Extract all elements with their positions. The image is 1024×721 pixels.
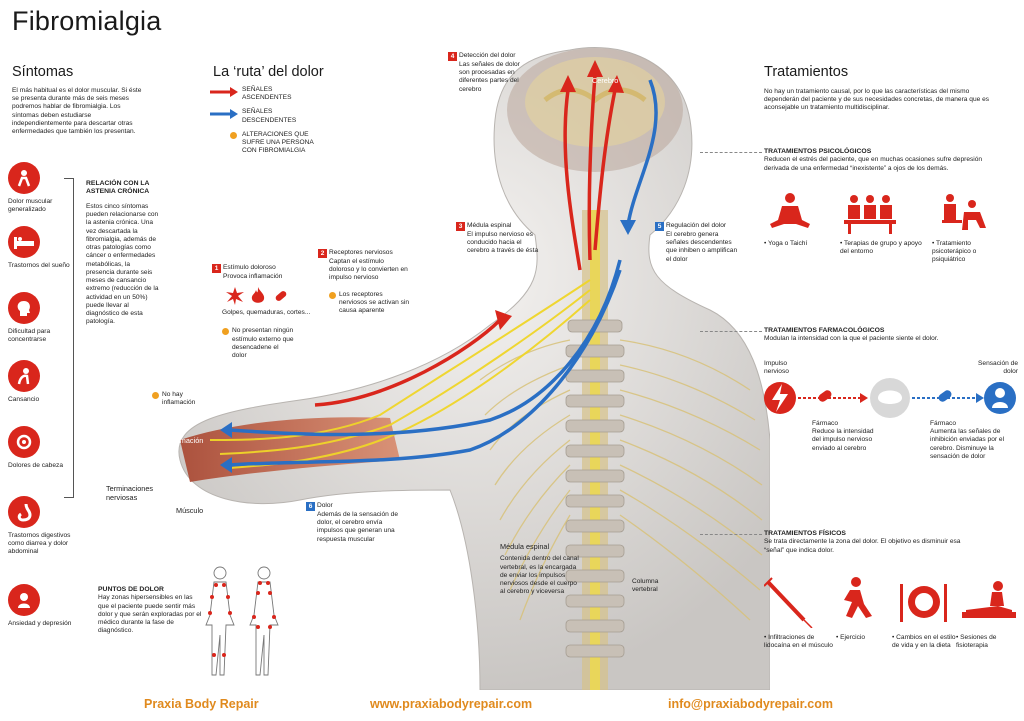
symptom-label: Cansancio <box>8 396 40 403</box>
pain-points-figures <box>205 566 279 676</box>
footer-email-link[interactable]: info@praxiabodyrepair.com <box>668 697 834 711</box>
footer-brand: Praxia Body Repair <box>144 697 259 711</box>
pill-icon <box>818 390 832 402</box>
symptom-label: Dolor muscular generalizado <box>8 198 53 214</box>
fisico-item: • Sesiones de fisioterapia <box>956 634 997 650</box>
leader-line <box>700 331 762 332</box>
footer-website-link[interactable]: www.praxiabodyrepair.com <box>370 697 533 711</box>
astenia-bracket <box>64 178 74 498</box>
fisico-section: TRATAMIENTOS FÍSICOS Se trata directamen… <box>764 530 961 554</box>
burn-icon <box>251 287 265 303</box>
leader-line <box>700 152 762 153</box>
muscle-pain-icon <box>8 162 40 194</box>
yoga-icon <box>770 193 810 228</box>
fisico-item: • Cambios en el estilo de vida y en la d… <box>892 634 956 650</box>
group-therapy-icon <box>844 195 896 234</box>
pill-icon <box>938 390 952 402</box>
orange-dot-icon <box>230 131 237 139</box>
symptom-item: Trastornos digestivos como diarrea y dol… <box>8 496 78 584</box>
psico-item: • Terapias de grupo y apoyo del entorno <box>840 240 922 256</box>
syringe-icon <box>764 577 813 628</box>
psico-labels: • Yoga o Taichí • Terapias de grupo y ap… <box>764 240 1004 265</box>
symptom-label: Dolores de cabeza <box>8 462 63 469</box>
fisico-item: • Ejercicio <box>836 634 866 641</box>
blow-icon <box>226 287 244 306</box>
legend-alteraciones: ALTERACIONES QUE SUFRE UNA PERSONA CON F… <box>210 131 320 156</box>
no-inflammation: No hay inflamación <box>152 391 216 407</box>
page-title: Fibromialgia <box>12 6 162 36</box>
sintomas-intro: El más habitual es el dolor muscular. Si… <box>12 87 142 136</box>
stomach-icon <box>8 496 40 528</box>
headache-icon <box>8 426 40 458</box>
ascending-signal-arrows <box>314 74 617 407</box>
symptom-label: Dificultad para concentrarse <box>8 328 51 344</box>
cut-icon <box>275 291 287 302</box>
blue-arrow-icon <box>210 109 238 120</box>
diet-icon <box>900 584 947 622</box>
medula-box: Médula espinal Contenida dentro del cana… <box>500 542 579 596</box>
anxiety-icon <box>8 584 40 616</box>
step-2-alteration: Los receptores nerviosos se activan sin … <box>318 291 410 316</box>
farmaco-1: Fármaco Reduce la intensidad del impulso… <box>812 420 874 452</box>
tratamientos-intro: No hay un tratamiento causal, por lo que… <box>764 88 990 112</box>
cerebro-label: Cerebro <box>592 76 619 85</box>
step-1-alteration: No presentan ningún estímulo externo que… <box>212 327 312 360</box>
symptom-item: Cansancio <box>8 360 78 426</box>
farma-section: TRATAMIENTOS FARMACOLÓGICOS Modulan la i… <box>764 327 939 343</box>
descending-signal-arrows <box>229 79 658 467</box>
fisico-icons <box>764 577 1016 628</box>
red-arrow-icon <box>210 87 238 97</box>
psico-item: • Yoga o Taichí <box>764 240 808 247</box>
symptom-label: Ansiedad y depresión <box>8 620 72 627</box>
farma-flow <box>764 378 1016 418</box>
farmaco-2: Fármaco Aumenta las señales de inhibició… <box>930 420 1005 460</box>
symptom-item: Dificultad para concentrarse <box>8 292 78 360</box>
columna-label: Columna vertebral <box>632 578 659 594</box>
sensacion-label: Sensación de dolor <box>978 360 1018 376</box>
fisico-item: • Infiltraciones de lidocaína en el músc… <box>764 634 833 650</box>
psychotherapy-icon <box>942 194 986 230</box>
symptom-label: Trastornos digestivos como diarrea y dol… <box>8 532 71 556</box>
terminaciones-label: Terminaciones nerviosas <box>106 484 154 503</box>
head-icon <box>8 292 40 324</box>
bed-icon <box>8 226 40 258</box>
physiotherapy-icon <box>962 581 1016 618</box>
injury-icons <box>226 287 312 306</box>
impulso-label: Impulso nervioso <box>764 360 789 376</box>
astenia-text: Estos cinco síntomas pueden relacionarse… <box>86 202 159 326</box>
symptom-item: Dolores de cabeza <box>8 426 78 496</box>
sintomas-heading: Síntomas <box>12 64 74 80</box>
symptom-list: Dolor muscular generalizado Trastornos d… <box>8 162 78 644</box>
fisico-labels: • Infiltraciones de lidocaína en el músc… <box>764 634 1018 650</box>
symptom-label: Trastornos del sueño <box>8 262 70 269</box>
psico-icons <box>770 193 986 234</box>
tired-person-icon <box>8 360 40 392</box>
astenia-title: RELACIÓN CON LA ASTENIA CRÓNICA <box>86 180 150 196</box>
leader-line <box>700 534 762 535</box>
tratamientos-heading: Tratamientos <box>764 64 849 80</box>
puntos-box: PUNTOS DE DOLOR Hay zonas hipersensibles… <box>98 586 202 635</box>
psico-item: • Tratamiento psicoterápico o psiquiátri… <box>932 240 977 264</box>
symptom-item: Dolor muscular generalizado <box>8 162 78 226</box>
ruta-heading: La ‘ruta’ del dolor <box>213 64 324 80</box>
symptom-item: Ansiedad y depresión <box>8 584 78 644</box>
running-icon <box>844 577 872 618</box>
musculo-label: Músculo <box>176 506 204 515</box>
ruta-legend: SEÑALES ASCENDENTES SEÑALES DESCENDENTES… <box>210 86 320 156</box>
astenia-box: RELACIÓN CON LA ASTENIA CRÓNICA Estos ci… <box>86 180 160 326</box>
psico-section: TRATAMIENTOS PSICOLÓGICOS Reducen el est… <box>764 148 983 172</box>
inflamacion-label: Inflamación <box>166 436 204 445</box>
legend-descending: SEÑALES DESCENDENTES <box>210 108 320 124</box>
legend-ascending: SEÑALES ASCENDENTES <box>210 86 320 102</box>
symptom-item: Trastornos del sueño <box>8 226 78 292</box>
anatomy-illustration <box>178 47 770 690</box>
